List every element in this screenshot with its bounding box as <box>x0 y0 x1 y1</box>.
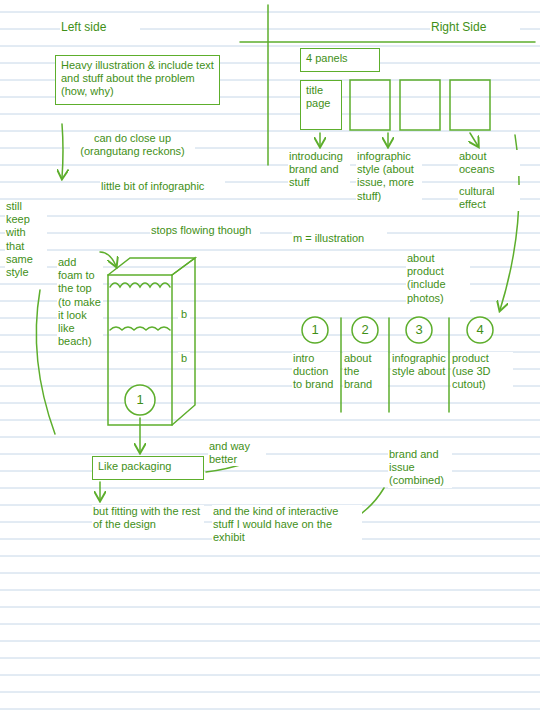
handwritten-note: and way better <box>208 440 266 466</box>
panel <box>350 80 390 130</box>
handwritten-note: and the kind of interactive stuff I woul… <box>212 505 362 545</box>
callout-circle: 1 <box>124 384 156 416</box>
handwritten-note: m = illustration <box>292 232 387 245</box>
down-arrow <box>319 133 321 146</box>
bracket <box>36 290 55 434</box>
column-divider <box>388 318 390 412</box>
callout-number: 4 <box>476 322 483 338</box>
panel <box>400 80 440 130</box>
handwritten-note: b <box>178 308 190 321</box>
down-arrow <box>387 133 389 146</box>
ruled-line <box>0 692 540 693</box>
handwritten-note: stops flowing though <box>150 224 260 237</box>
handwritten-note: about oceans <box>458 150 520 176</box>
ruled-line <box>0 488 540 489</box>
ruled-line <box>0 590 540 591</box>
ruled-line <box>0 624 540 625</box>
handwritten-note: b <box>178 352 190 365</box>
foam-wave <box>110 327 170 330</box>
handwritten-note: brand and issue (combined) <box>388 448 452 488</box>
handwritten-note: about the brand <box>343 352 388 392</box>
handwritten-note: can do close up (orangutang reckons) <box>70 132 195 158</box>
note-box: Heavy illustration & include text and st… <box>55 55 220 105</box>
ruled-line <box>0 641 540 642</box>
callout-circle: 4 <box>466 316 494 344</box>
panel <box>450 80 490 130</box>
foam-wave <box>110 283 170 287</box>
ruled-line <box>0 182 540 183</box>
panel-box: title page <box>300 80 342 130</box>
down-arrow <box>470 133 478 146</box>
handwritten-note: product (use 3D cutout) <box>451 352 513 392</box>
ruled-line <box>0 216 540 217</box>
handwritten-note: little bit of infographic <box>100 180 225 193</box>
down-arrow <box>139 418 141 452</box>
box-text: 4 panels <box>306 52 374 65</box>
down-arrow <box>62 124 63 178</box>
ruled-line <box>0 709 540 710</box>
column-divider <box>340 318 342 412</box>
callout-number: 1 <box>311 322 318 338</box>
ruled-line <box>0 454 540 455</box>
handwritten-note: Left side <box>60 20 140 34</box>
handwritten-note: but fitting with the rest of the design <box>92 505 204 531</box>
callout-circle: 3 <box>405 316 433 344</box>
package-front <box>108 275 172 425</box>
ruled-line <box>0 675 540 676</box>
ruled-line <box>0 471 540 472</box>
ruled-line <box>0 658 540 659</box>
handwritten-note: introducing brand and stuff <box>288 150 350 190</box>
ruled-line <box>0 556 540 557</box>
callout-number: 3 <box>415 322 422 338</box>
heading-box: Like packaging <box>92 456 204 480</box>
ruled-line <box>0 12 540 13</box>
package-top <box>108 258 195 275</box>
ruled-line <box>0 250 540 251</box>
ruled-line <box>0 437 540 438</box>
callout-circle: 1 <box>301 316 329 344</box>
handwritten-note: infographic style (about issue, more stu… <box>356 150 422 203</box>
handwritten-note: intro duction to brand <box>292 352 340 392</box>
ruled-line <box>0 46 540 47</box>
column-divider <box>448 318 450 412</box>
callout-number: 1 <box>136 392 143 408</box>
handwritten-note: add foam to the top (to make it look lik… <box>57 256 103 348</box>
ruled-line <box>0 114 540 115</box>
heading-box: 4 panels <box>300 48 380 72</box>
ruled-line <box>0 607 540 608</box>
handwritten-note: infographic style about <box>391 352 448 378</box>
callout-number: 2 <box>361 322 368 338</box>
down-arrow <box>99 482 101 500</box>
center-divider <box>267 5 269 165</box>
handwritten-note: still keep with that same style <box>5 200 47 279</box>
ruled-line <box>0 573 540 574</box>
box-text: title page <box>306 84 336 110</box>
header-line <box>240 41 535 43</box>
ruled-line <box>0 233 540 234</box>
handwritten-note: cultural effect <box>458 185 520 211</box>
package-side <box>172 258 195 425</box>
handwritten-note: Right Side <box>430 20 520 34</box>
callout-circle: 2 <box>351 316 379 344</box>
ruled-line <box>0 403 540 404</box>
ruled-line <box>0 420 540 421</box>
handwritten-note: about product (include photos) <box>406 252 470 305</box>
box-text: Like packaging <box>98 460 198 473</box>
box-text: Heavy illustration & include text and st… <box>61 59 214 99</box>
